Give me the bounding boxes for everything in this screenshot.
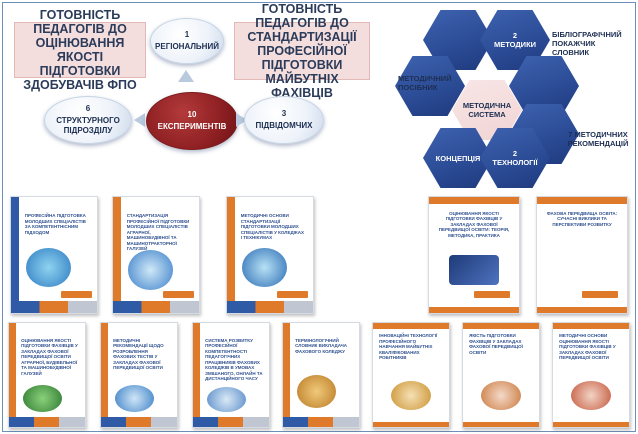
cover-stripe xyxy=(537,197,627,204)
experiments-label: ЕКСПЕРИМЕНТІВ xyxy=(157,122,227,131)
recommendations-label: 7 МЕТОДИЧНИХ РЕКОМЕНДАЦІЙ xyxy=(567,130,629,148)
technologies-count: 2 xyxy=(512,149,518,158)
arrow-right-icon xyxy=(236,113,247,127)
subordinate-label: ПІДВІДОМЧИХ xyxy=(255,121,313,130)
manual-label: МЕТОДИЧНИЙ ПОСІБНИК xyxy=(398,74,452,92)
structural-count: 6 xyxy=(85,104,91,113)
cover-stripe xyxy=(463,323,539,330)
book-cover-7: Методичні рекомендації щодо розроблення … xyxy=(100,322,178,428)
book-title: Методичні рекомендації щодо розроблення … xyxy=(113,337,164,371)
readiness-assessment-box: ГОТОВНІСТЬ ПЕДАГОГІВ ДО ОЦІНЮВАННЯ ЯКОСТ… xyxy=(14,8,146,92)
book-cover-10: Інноваційні технології професійного навч… xyxy=(372,322,450,428)
bibliography-label: БІБЛІОГРАФІЧНИЙ ПОКАЖЧИК СЛОВНИК xyxy=(552,30,622,57)
book-title: Оцінювання якості підготовки фахівців у … xyxy=(438,210,510,238)
book-cover-4: Оцінювання якості підготовки фахівців у … xyxy=(428,196,520,314)
readiness-standardization-box: ГОТОВНІСТЬ ПЕДАГОГІВ ДО СТАНДАРТИЗАЦІЇ П… xyxy=(234,2,370,100)
concept-label: КОНЦЕПЦІЯ xyxy=(435,153,481,163)
book-cover-9: Термінологічний словник викладача фахово… xyxy=(282,322,360,428)
book-title: Фахова передвища освіта: сучасні виклики… xyxy=(546,210,618,227)
regional-label: РЕГІОНАЛЬНИЙ xyxy=(155,42,219,51)
cover-footer xyxy=(227,301,313,313)
cover-footer xyxy=(101,416,177,427)
cover-footer xyxy=(113,301,199,313)
cover-target-icon xyxy=(571,381,611,411)
book-title: Методичні основи стандартизації підготов… xyxy=(240,213,304,241)
readiness-assessment-text: ГОТОВНІСТЬ ПЕДАГОГІВ ДО ОЦІНЮВАННЯ ЯКОСТ… xyxy=(23,8,137,92)
book-title: Професійна підготовка молодших спеціаліс… xyxy=(24,213,86,235)
experiments-circle: 10 ЕКСПЕРИМЕНТІВ xyxy=(146,92,238,150)
cover-stripe xyxy=(373,323,449,330)
book-title: Інноваційні технології професійного навч… xyxy=(379,333,438,361)
book-cover-2: Стандартизація професійної підготовки мо… xyxy=(112,196,200,314)
book-cover-6: Оцінювання якості підготовки фахівців у … xyxy=(8,322,86,428)
cover-stripe xyxy=(227,197,235,313)
subordinate-circle: 3 ПІДВІДОМЧИХ xyxy=(244,96,324,144)
book-cover-1: Професійна підготовка молодших спеціаліс… xyxy=(10,196,98,314)
cover-footer xyxy=(463,421,539,427)
cover-badge xyxy=(276,290,308,298)
cover-stripe xyxy=(9,323,16,427)
book-title: Стандартизація професійної підготовки мо… xyxy=(126,213,190,252)
cover-badge xyxy=(582,290,618,298)
cover-footer xyxy=(283,416,359,427)
cover-gears-icon xyxy=(128,250,174,290)
cover-footer xyxy=(429,307,519,313)
cover-badge xyxy=(162,290,194,298)
methodics-label: МЕТОДИКИ xyxy=(493,40,537,49)
book-title: Оцінювання якості підготовки фахівців у … xyxy=(21,337,78,376)
regional-count: 1 xyxy=(184,30,190,39)
cover-stripe xyxy=(283,323,290,427)
arrow-up-icon xyxy=(178,70,194,82)
cover-stripe xyxy=(193,323,200,427)
cover-footer xyxy=(553,421,629,427)
cover-stars-icon xyxy=(448,255,500,286)
arrow-left-icon xyxy=(134,113,145,127)
readiness-standardization-text: ГОТОВНІСТЬ ПЕДАГОГІВ ДО СТАНДАРТИЗАЦІЇ П… xyxy=(247,2,357,100)
cover-stripe xyxy=(553,323,629,330)
cover-footer xyxy=(9,416,85,427)
cover-stripe xyxy=(11,197,19,313)
cover-network-icon xyxy=(242,248,288,288)
cover-stripe xyxy=(113,197,121,313)
subordinate-count: 3 xyxy=(281,109,287,118)
book-title: Методичні основи оцінювання якості підго… xyxy=(559,333,616,361)
cover-globe-icon xyxy=(26,248,72,288)
structural-unit-circle: 6 СТРУКТУРНОГО ПІДРОЗДІЛУ xyxy=(44,96,132,144)
book-title: Система розвитку професійної компетентно… xyxy=(205,337,263,382)
book-cover-11: Якість підготовки фахівців у закладах фа… xyxy=(462,322,540,428)
cover-footer xyxy=(11,301,97,313)
cover-cup-icon xyxy=(481,381,521,411)
cover-tree-icon xyxy=(22,385,63,413)
book-cover-5: Фахова передвища освіта: сучасні виклики… xyxy=(536,196,628,314)
structural-label: СТРУКТУРНОГО ПІДРОЗДІЛУ xyxy=(56,116,120,135)
book-cover-3: Методичні основи стандартизації підготов… xyxy=(226,196,314,314)
cover-badge xyxy=(474,290,510,298)
cover-footer xyxy=(193,416,269,427)
cover-book-tree-icon xyxy=(296,375,337,409)
cover-open-book-icon xyxy=(391,381,431,411)
cover-chart-icon xyxy=(114,385,155,413)
methodical-system-label: МЕТОДИЧНА СИСТЕМА xyxy=(462,101,512,119)
technologies-label: ТЕХНОЛОГІЇ xyxy=(492,158,538,167)
methodics-count: 2 xyxy=(512,31,518,40)
book-title: Термінологічний словник викладача фахово… xyxy=(295,337,348,354)
cover-badge xyxy=(60,290,92,298)
experiments-count: 10 xyxy=(187,110,197,119)
cover-footer xyxy=(537,307,627,313)
book-cover-8: Система розвитку професійної компетентно… xyxy=(192,322,270,428)
book-cover-12: Методичні основи оцінювання якості підго… xyxy=(552,322,630,428)
cover-stripe xyxy=(429,197,519,204)
cover-stripe xyxy=(101,323,108,427)
cover-people-icon xyxy=(206,387,247,413)
cover-footer xyxy=(373,421,449,427)
book-title: Якість підготовки фахівців у закладах фа… xyxy=(469,333,523,355)
regional-circle: 1 РЕГІОНАЛЬНИЙ xyxy=(150,18,224,64)
